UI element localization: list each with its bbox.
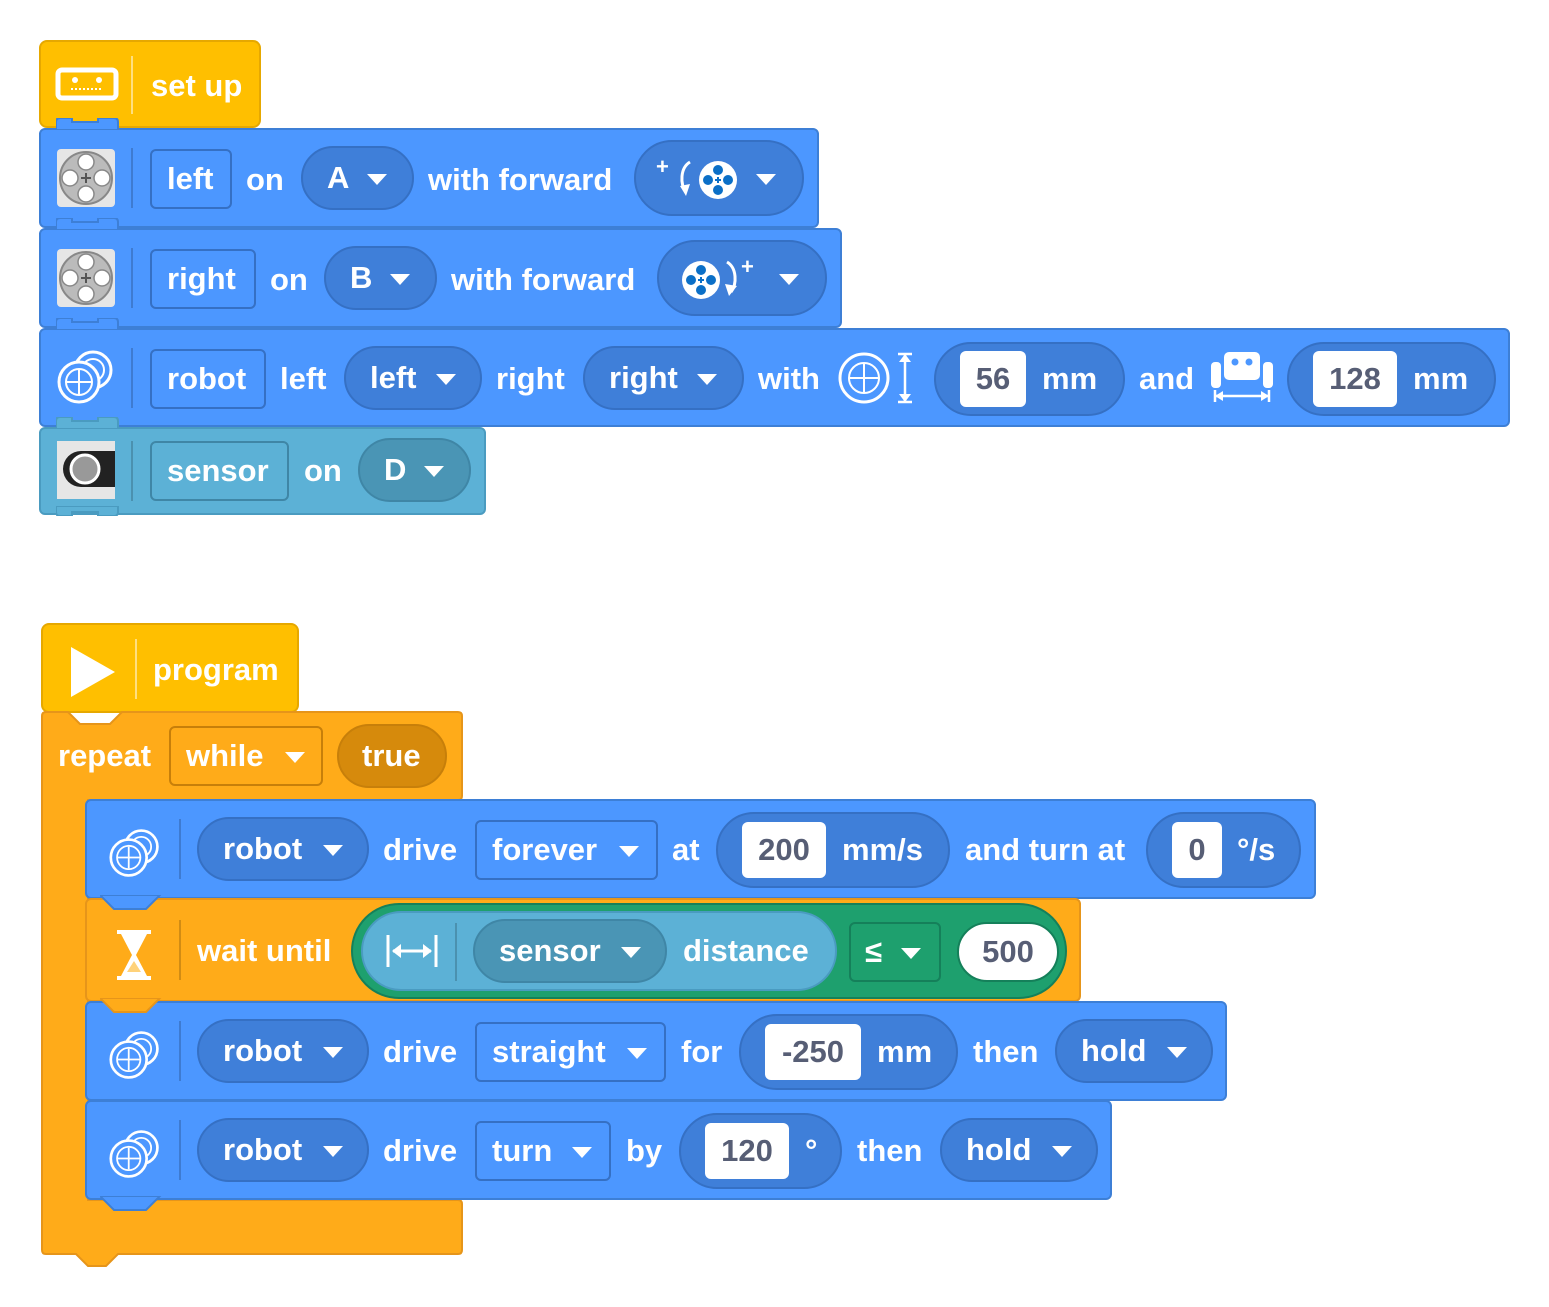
hub-icon	[55, 67, 119, 101]
repeat-mode-dropdown[interactable]: while	[169, 726, 323, 786]
chevron-down-icon	[619, 846, 639, 857]
wheel-diameter-input[interactable]: 56	[960, 351, 1026, 407]
play-icon	[71, 647, 115, 697]
drive-forever-mode-dropdown[interactable]: forever	[475, 820, 658, 880]
program-hat-block[interactable]: program	[41, 623, 299, 713]
chevron-down-icon	[367, 174, 387, 185]
drive-straight-stop-dropdown[interactable]: hold	[1055, 1019, 1213, 1083]
drive-straight-distance-group: -250 mm	[739, 1014, 958, 1090]
drive-forever-turn-group: 0 °/s	[1146, 812, 1301, 888]
hourglass-icon	[117, 930, 151, 980]
drivebase-left-motor-dropdown[interactable]: left	[344, 346, 482, 410]
sensor-name-field[interactable]: sensor	[150, 441, 289, 501]
chevron-down-icon	[323, 1047, 343, 1058]
motor-left-name-field[interactable]: left	[150, 149, 232, 209]
wheel-diameter-icon	[838, 352, 912, 404]
wait-until-block[interactable]: wait until sensor distance ≤ 500	[85, 898, 1081, 1002]
comparison-value-input[interactable]: 500	[957, 922, 1059, 982]
block-connector	[100, 1196, 162, 1211]
setup-hat-block[interactable]: set up	[39, 40, 261, 128]
drive-turn-mode-dropdown[interactable]: turn	[475, 1121, 611, 1181]
chevron-down-icon	[697, 374, 717, 385]
distance-reporter[interactable]: sensor distance	[361, 911, 837, 991]
motor-left-direction-dropdown[interactable]: +	[634, 140, 804, 216]
axle-track-input-group: 128 mm	[1287, 342, 1496, 416]
comparison-operator-dropdown[interactable]: ≤	[849, 922, 941, 982]
block-connector	[100, 895, 162, 910]
chevron-down-icon	[285, 752, 305, 763]
motor-icon	[57, 149, 115, 207]
drive-forever-speed-input[interactable]: 200	[742, 822, 826, 878]
chevron-down-icon	[390, 274, 410, 285]
chevron-down-icon	[756, 174, 776, 185]
drive-straight-block[interactable]: robot drive straight for -250 mm then ho…	[85, 1001, 1227, 1101]
drivebase-block[interactable]: robot left left right right with 56 mm a…	[39, 328, 1510, 427]
drive-straight-distance-input[interactable]: -250	[765, 1024, 861, 1080]
svg-text:+: +	[741, 256, 754, 279]
chevron-down-icon	[621, 947, 641, 958]
block-connector	[56, 118, 119, 130]
motor-right-port-dropdown[interactable]: B	[324, 246, 437, 310]
motor-right-block[interactable]: right on B with forward +	[39, 228, 842, 328]
drivebase-icon	[109, 829, 159, 877]
comparison-reporter[interactable]: sensor distance ≤ 500	[351, 903, 1067, 999]
axle-track-input[interactable]: 128	[1313, 351, 1397, 407]
repeat-label: repeat	[58, 738, 152, 773]
motor-left-port-dropdown[interactable]: A	[301, 146, 414, 210]
chevron-down-icon	[424, 466, 444, 477]
drivebase-right-motor-dropdown[interactable]: right	[583, 346, 744, 410]
drive-forever-block[interactable]: robot drive forever at 200 mm/s and turn…	[85, 799, 1316, 899]
setup-hat-label: set up	[151, 68, 243, 103]
motor-icon	[57, 249, 115, 307]
block-connector	[56, 318, 119, 330]
axle-track-icon	[1211, 352, 1273, 402]
wait-until-sensor-dropdown[interactable]: sensor	[473, 919, 667, 983]
chevron-down-icon	[1167, 1047, 1187, 1058]
chevron-down-icon	[779, 274, 799, 285]
drive-straight-mode-dropdown[interactable]: straight	[475, 1022, 666, 1082]
drive-turn-angle-input[interactable]: 120	[705, 1123, 789, 1179]
drive-forever-robot-dropdown[interactable]: robot	[197, 817, 369, 881]
ultrasonic-sensor-icon	[57, 441, 115, 499]
drivebase-icon	[109, 1130, 159, 1178]
motor-left-block[interactable]: left on A with forward +	[39, 128, 819, 228]
block-connector	[56, 218, 119, 230]
drive-forever-turn-input[interactable]: 0	[1172, 822, 1222, 878]
chevron-down-icon	[627, 1048, 647, 1059]
chevron-down-icon	[1052, 1146, 1072, 1157]
wheel-diameter-input-group: 56 mm	[934, 342, 1125, 416]
sensor-port-dropdown[interactable]: D	[358, 438, 471, 502]
counterclockwise-icon: +	[656, 156, 737, 199]
chevron-down-icon	[572, 1147, 592, 1158]
block-connector	[56, 506, 119, 516]
drive-turn-stop-dropdown[interactable]: hold	[940, 1118, 1098, 1182]
drive-turn-angle-group: 120 °	[679, 1113, 842, 1189]
block-connector	[56, 417, 119, 429]
chevron-down-icon	[901, 948, 921, 959]
repeat-condition-input[interactable]: true	[337, 724, 447, 788]
chevron-down-icon	[323, 1146, 343, 1157]
program-hat-label: program	[153, 652, 279, 687]
sensor-setup-block[interactable]: sensor on D	[39, 427, 486, 515]
drivebase-name-field[interactable]: robot	[150, 349, 266, 409]
block-connector	[100, 998, 162, 1013]
drive-turn-robot-dropdown[interactable]: robot	[197, 1118, 369, 1182]
distance-icon	[386, 935, 438, 967]
motor-right-name-field[interactable]: right	[150, 249, 256, 309]
chevron-down-icon	[323, 845, 343, 856]
drivebase-icon	[109, 1031, 159, 1079]
clockwise-icon: +	[682, 256, 754, 299]
drive-turn-block[interactable]: robot drive turn by 120 ° then hold	[85, 1100, 1112, 1200]
motor-right-direction-dropdown[interactable]: +	[657, 240, 827, 316]
svg-text:+: +	[656, 156, 669, 179]
chevron-down-icon	[436, 374, 456, 385]
drive-forever-speed-group: 200 mm/s	[716, 812, 950, 888]
drivebase-icon	[57, 350, 113, 404]
drive-straight-robot-dropdown[interactable]: robot	[197, 1019, 369, 1083]
